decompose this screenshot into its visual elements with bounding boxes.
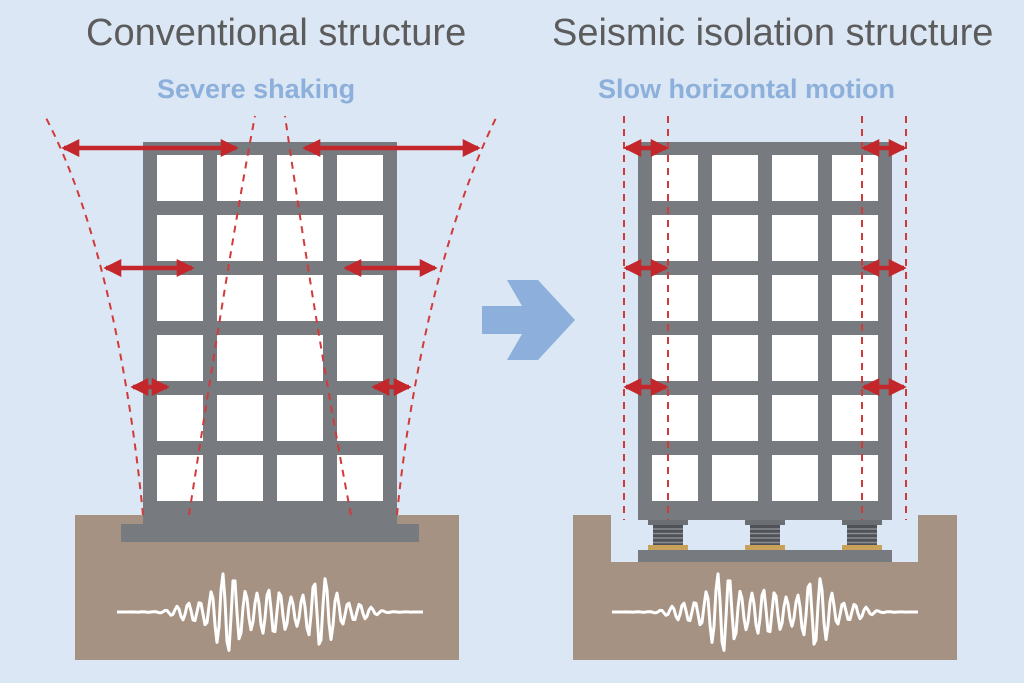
window (712, 275, 758, 321)
window (337, 155, 383, 201)
window (772, 455, 818, 501)
rubber-bearing-icon (745, 520, 785, 550)
window (652, 155, 698, 201)
window (157, 335, 203, 381)
guide-line-left-inner (188, 115, 256, 516)
window (337, 215, 383, 261)
window (277, 395, 323, 441)
window (652, 395, 698, 441)
ground-pit (573, 515, 957, 660)
window (712, 335, 758, 381)
window (832, 335, 878, 381)
arrow-right-icon (482, 280, 575, 360)
isolation-building-panel (573, 116, 957, 660)
window (772, 395, 818, 441)
window (832, 455, 878, 501)
window (277, 155, 323, 201)
window (712, 395, 758, 441)
window-grid (652, 155, 878, 501)
seismic-isolators (648, 520, 882, 550)
window (217, 155, 263, 201)
window (652, 275, 698, 321)
guide-line-left-outer (44, 115, 144, 516)
window (277, 455, 323, 501)
window (652, 215, 698, 261)
window (217, 395, 263, 441)
slow-motion-label: Slow horizontal motion (598, 74, 895, 104)
seismic-wave-icon (612, 572, 918, 652)
window (157, 215, 203, 261)
window (277, 335, 323, 381)
window (277, 275, 323, 321)
isolation-base-slab (638, 550, 892, 562)
window (772, 155, 818, 201)
window (712, 455, 758, 501)
deformation-guide-lines (44, 115, 498, 516)
window (772, 215, 818, 261)
isolation-title: Seismic isolation structure (552, 12, 994, 54)
window (832, 395, 878, 441)
guide-line-right-outer (396, 115, 498, 516)
window (832, 155, 878, 201)
window (217, 455, 263, 501)
window (652, 335, 698, 381)
window (277, 215, 323, 261)
window (337, 395, 383, 441)
conventional-title: Conventional structure (86, 12, 467, 54)
shaking-arrows (61, 139, 481, 396)
window (217, 215, 263, 261)
window (832, 215, 878, 261)
conventional-building-panel (44, 115, 498, 660)
window (337, 275, 383, 321)
window (337, 335, 383, 381)
window (652, 455, 698, 501)
window (337, 455, 383, 501)
window (772, 335, 818, 381)
rubber-bearing-icon (842, 520, 882, 550)
gentle-motion-arrows (623, 139, 907, 396)
window (157, 155, 203, 201)
window (712, 215, 758, 261)
window (217, 275, 263, 321)
severe-shaking-label: Severe shaking (157, 74, 356, 104)
rubber-bearing-icon (648, 520, 688, 550)
seismic-wave-icon (117, 572, 423, 652)
window (832, 275, 878, 321)
window (157, 395, 203, 441)
foundation-slab (121, 524, 419, 542)
window (157, 455, 203, 501)
window (772, 275, 818, 321)
window (712, 155, 758, 201)
window (217, 335, 263, 381)
guide-line-right-inner (284, 115, 352, 516)
vertical-guide-lines (623, 116, 907, 520)
window (157, 275, 203, 321)
